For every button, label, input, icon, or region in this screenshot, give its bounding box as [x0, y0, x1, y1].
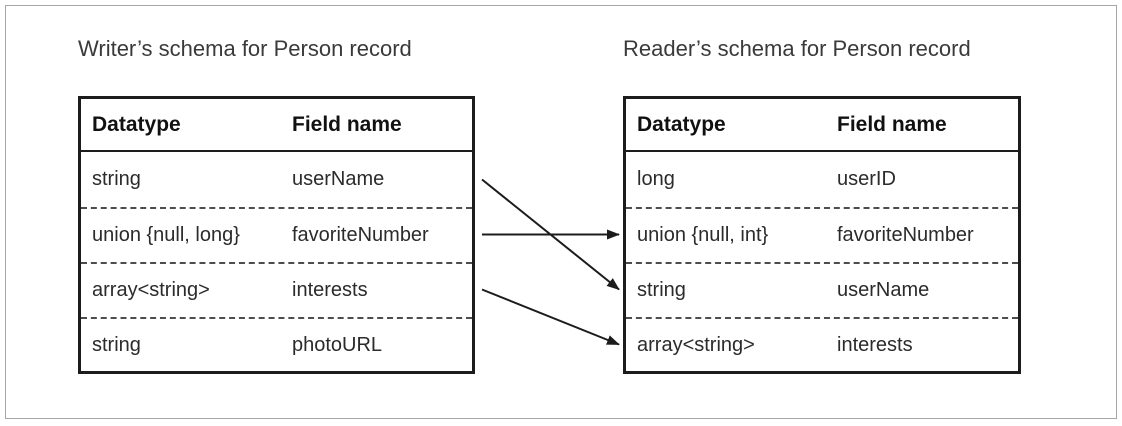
- datatype-cell: array<string>: [92, 279, 210, 301]
- datatype-cell: string: [92, 168, 141, 190]
- writer-table-header-row: Datatype Field name: [81, 99, 472, 152]
- datatype-cell: array<string>: [637, 334, 755, 356]
- datatype-cell: string: [637, 279, 686, 301]
- fieldname-cell: photoURL: [292, 334, 383, 356]
- reader-header-datatype: Datatype: [637, 112, 726, 136]
- writer-row-1: union {null, long} favoriteNumber: [81, 207, 472, 262]
- datatype-cell: union {null, int}: [637, 224, 769, 246]
- datatype-cell: long: [637, 168, 675, 190]
- fieldname-cell: favoriteNumber: [837, 224, 974, 246]
- reader-row-1: union {null, int} favoriteNumber: [626, 207, 1018, 262]
- reader-row-0: long userID: [626, 152, 1018, 207]
- fieldname-cell: userID: [837, 168, 896, 190]
- fieldname-cell: interests: [837, 334, 913, 356]
- writer-schema-title: Writer’s schema for Person record: [78, 36, 412, 61]
- datatype-cell: string: [92, 334, 141, 356]
- writer-schema-table: Datatype Field name string userName unio…: [78, 96, 475, 374]
- fieldname-cell: userName: [837, 279, 930, 301]
- reader-schema-table: Datatype Field name long userID union {n…: [623, 96, 1021, 374]
- fieldname-cell: interests: [292, 279, 368, 301]
- fieldname-cell: userName: [292, 168, 385, 190]
- reader-table-header-row: Datatype Field name: [626, 99, 1018, 152]
- datatype-cell: union {null, long}: [92, 224, 240, 246]
- reader-row-3: array<string> interests: [626, 317, 1018, 372]
- outer-frame: [5, 5, 1117, 419]
- writer-header-datatype: Datatype: [92, 112, 181, 136]
- writer-row-3: string photoURL: [81, 317, 472, 372]
- fieldname-cell: favoriteNumber: [292, 224, 429, 246]
- writer-row-0: string userName: [81, 152, 472, 207]
- reader-header-fieldname: Field name: [837, 112, 947, 136]
- writer-header-fieldname: Field name: [292, 112, 402, 136]
- reader-row-2: string userName: [626, 262, 1018, 317]
- reader-schema-title: Reader’s schema for Person record: [623, 36, 971, 61]
- writer-row-2: array<string> interests: [81, 262, 472, 317]
